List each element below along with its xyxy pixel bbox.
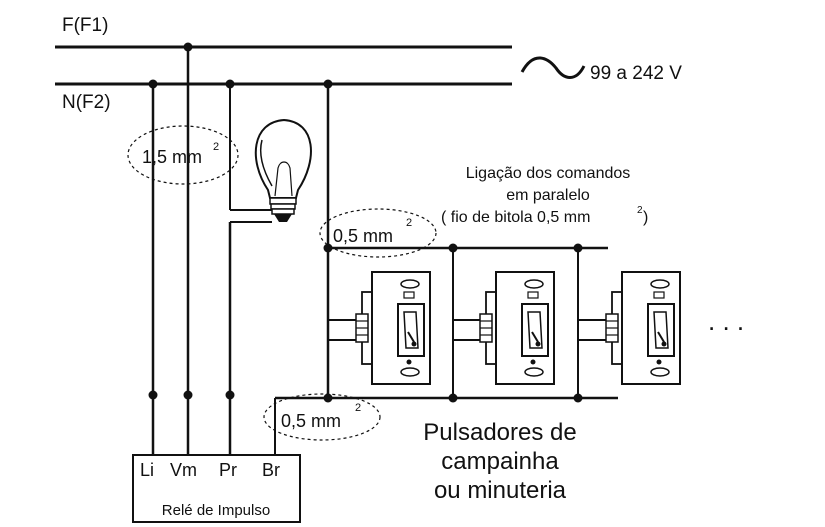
gauge-main-sup: 2 bbox=[213, 141, 219, 153]
junction-dot bbox=[573, 243, 583, 253]
relay-terminal-li: Li bbox=[140, 460, 154, 480]
light-bulb-icon bbox=[254, 118, 312, 222]
gauge-bubble-feed bbox=[319, 208, 437, 258]
push-button-2 bbox=[479, 271, 555, 385]
junction-dot bbox=[148, 390, 158, 400]
switches-caption-2: campainha bbox=[441, 448, 559, 475]
relay-terminal-pr: Pr bbox=[219, 460, 237, 480]
junction-dot bbox=[448, 243, 458, 253]
push-button-1 bbox=[355, 271, 431, 385]
phase-label: F(F1) bbox=[62, 15, 108, 36]
junction-dot bbox=[183, 42, 193, 52]
note-line-3a: ( fio de bitola 0,5 mm bbox=[441, 209, 590, 226]
switches-caption-1: Pulsadores de bbox=[423, 419, 576, 446]
continuation-dots: . . . bbox=[708, 306, 744, 336]
junction-dot bbox=[323, 243, 333, 253]
junction-dot bbox=[225, 390, 235, 400]
note-line-3-sup: 2 bbox=[637, 205, 643, 216]
gauge-return-sup: 2 bbox=[355, 402, 361, 414]
gauge-bubble-main bbox=[127, 125, 239, 185]
junction-dot bbox=[225, 79, 235, 89]
junction-dot bbox=[323, 393, 333, 403]
junction-dot bbox=[573, 393, 583, 403]
gauge-return-value: 0,5 mm bbox=[281, 411, 341, 431]
junction-dot bbox=[448, 393, 458, 403]
relay-box bbox=[132, 454, 301, 523]
gauge-main-value: 1,5 mm bbox=[142, 147, 202, 167]
note-line-3b: ) bbox=[643, 209, 648, 226]
gauge-feed-sup: 2 bbox=[406, 217, 412, 229]
gauge-bubble-return bbox=[263, 393, 381, 441]
note-line-2: em paralelo bbox=[506, 187, 590, 204]
relay-terminal-vm: Vm bbox=[170, 460, 197, 480]
junction-dot bbox=[183, 390, 193, 400]
note-line-1: Ligação dos comandos bbox=[466, 165, 631, 182]
voltage-label: 99 a 242 V bbox=[590, 63, 682, 84]
gauge-feed-value: 0,5 mm bbox=[333, 226, 393, 246]
junction-dot bbox=[323, 79, 333, 89]
ac-sine-icon bbox=[520, 56, 586, 79]
relay-name: Relé de Impulso bbox=[162, 502, 270, 519]
switches-caption-3: ou minuteria bbox=[434, 477, 567, 504]
neutral-label: N(F2) bbox=[62, 92, 111, 113]
junction-dot bbox=[148, 79, 158, 89]
push-button-3 bbox=[605, 271, 681, 385]
relay-terminal-br: Br bbox=[262, 460, 280, 480]
